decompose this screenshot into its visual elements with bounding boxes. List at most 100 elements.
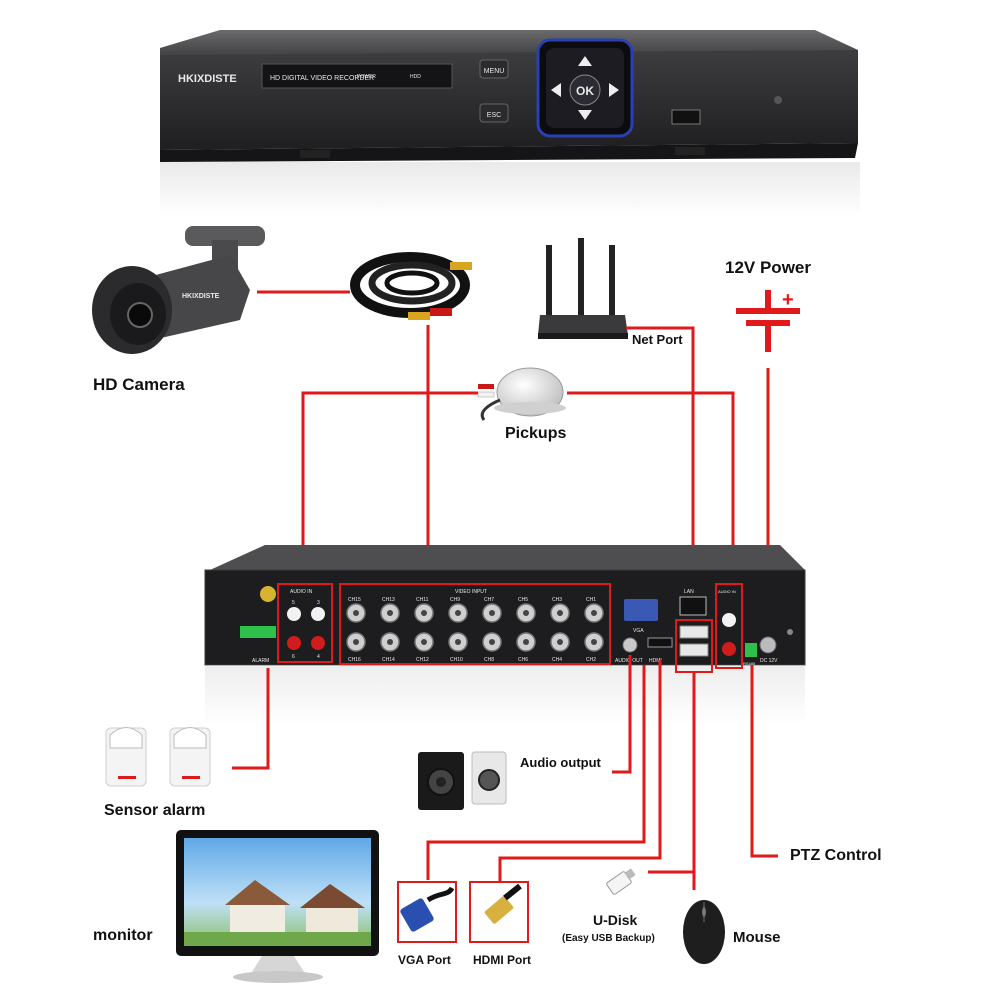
video-input-text: VIDEO INPUT xyxy=(455,589,487,595)
alarm-terminal xyxy=(240,626,276,638)
channel-label: CH14 xyxy=(382,657,395,663)
lan-port-text: LAN xyxy=(684,589,694,595)
hd-camera-label: HD Camera xyxy=(93,375,185,394)
wires-top xyxy=(257,290,770,620)
channel-label: CH3 xyxy=(552,597,562,603)
sensor-alarm-label: Sensor alarm xyxy=(104,802,205,819)
usb-port-1 xyxy=(679,625,709,639)
audio-left-num-2: 3 xyxy=(317,600,320,606)
hdmi-port-label: HDMI Port xyxy=(473,953,531,967)
video-cable-image xyxy=(350,252,472,320)
ground-screw xyxy=(787,629,793,635)
ptz-control-label: PTZ Control xyxy=(790,847,882,864)
pickup-microphone-image xyxy=(477,367,566,421)
down-arrow-icon[interactable] xyxy=(578,110,592,120)
bnc-pin xyxy=(353,610,359,616)
audio-in-left-text: AUDIO IN xyxy=(290,589,313,595)
audio-output-label: Audio output xyxy=(520,755,602,770)
alarm-port-text: ALARM xyxy=(252,658,269,664)
bnc-pin xyxy=(387,639,393,645)
dc12v-text: DC 12V xyxy=(760,658,778,664)
channel-label: CH6 xyxy=(518,657,528,663)
audio-in-right-text: AUDIO IN xyxy=(718,589,736,594)
vga-port-text: VGA xyxy=(633,628,644,634)
dvr-front-unit: HKIXDISTE HD DIGITAL VIDEO RECORDER POWE… xyxy=(160,30,860,217)
usb-port-2 xyxy=(679,643,709,657)
left-arrow-icon[interactable] xyxy=(551,83,561,97)
hdmi-port-image xyxy=(469,881,529,943)
navigation-pad[interactable]: OK xyxy=(536,38,634,138)
pickups-label: Pickups xyxy=(505,425,566,442)
audio-in-right-wire xyxy=(567,391,735,580)
monitor-label: monitor xyxy=(93,927,153,944)
bnc-pin xyxy=(557,610,563,616)
vga-port-image xyxy=(397,881,457,943)
u-disk-sub-label: (Easy USB Backup) xyxy=(562,933,655,944)
front-hdd-text: HDD xyxy=(410,74,421,80)
rs485-terminal xyxy=(745,643,757,657)
audio-in-right-box xyxy=(715,583,743,669)
menu-button[interactable]: MENU xyxy=(479,59,509,79)
channel-label: CH4 xyxy=(552,657,562,663)
usb-slot-front xyxy=(671,109,701,125)
channel-label: CH8 xyxy=(484,657,494,663)
power-label: 12V Power xyxy=(725,258,811,277)
audio-in-left-box xyxy=(277,583,333,663)
u-disk-label: U-Disk xyxy=(593,912,638,928)
dc-power-symbol: + xyxy=(736,289,800,352)
hdmi-wire xyxy=(498,660,662,882)
front-screw xyxy=(774,96,782,104)
bnc-pin xyxy=(421,610,427,616)
menu-button-label: MENU xyxy=(484,68,505,75)
channel-label: CH5 xyxy=(518,597,528,603)
channel-label: CH11 xyxy=(416,597,429,603)
rs485-text: RS485 xyxy=(743,661,756,666)
channel-label: CH9 xyxy=(450,597,460,603)
rca-white-1 xyxy=(287,607,301,621)
esc-button[interactable]: ESC xyxy=(479,103,509,123)
rca-red-right xyxy=(722,642,736,656)
bnc-pin xyxy=(387,610,393,616)
bnc-pin xyxy=(455,639,461,645)
rca-white-right xyxy=(722,613,736,627)
dc-jack xyxy=(759,636,777,654)
right-arrow-icon[interactable] xyxy=(609,83,619,97)
video-input-box xyxy=(339,583,611,665)
vga-connector xyxy=(624,599,658,621)
bnc-pin xyxy=(557,639,563,645)
bnc-pin xyxy=(455,610,461,616)
monitor-image xyxy=(176,830,379,983)
front-power-text: POWER xyxy=(357,74,376,80)
ok-button-label: OK xyxy=(576,84,594,98)
bnc-pin xyxy=(489,639,495,645)
ok-button[interactable] xyxy=(569,74,601,106)
vga-wire xyxy=(426,665,646,880)
speakers-image xyxy=(418,751,507,810)
router-image xyxy=(538,238,628,339)
channel-label: CH15 xyxy=(348,597,361,603)
hdmi-port-text: HDMI xyxy=(649,658,662,664)
u-disk-image xyxy=(606,868,636,895)
vga-port-label: VGA Port xyxy=(398,953,451,967)
audio-left-num-4: 4 xyxy=(317,654,320,660)
sensor-alarm-images xyxy=(105,727,211,787)
audio-out-wire xyxy=(612,655,632,774)
front-model-text: HD DIGITAL VIDEO RECORDER xyxy=(270,75,374,82)
channel-label: CH1 xyxy=(586,597,596,603)
rca-white-2 xyxy=(311,607,325,621)
bnc-pin xyxy=(523,610,529,616)
channel-label: CH2 xyxy=(586,657,596,663)
wires-bottom xyxy=(232,655,778,890)
bnc-pin xyxy=(421,639,427,645)
rca-red-2 xyxy=(311,636,325,650)
hd-camera-image: HKIXDISTE xyxy=(92,226,265,354)
mouse-label: Mouse xyxy=(733,929,781,946)
front-brand-text: HKIXDISTE xyxy=(178,73,237,85)
lan-port xyxy=(679,596,707,616)
up-arrow-icon[interactable] xyxy=(578,56,592,66)
ptz-wire xyxy=(750,665,778,858)
bnc-pin xyxy=(353,639,359,645)
